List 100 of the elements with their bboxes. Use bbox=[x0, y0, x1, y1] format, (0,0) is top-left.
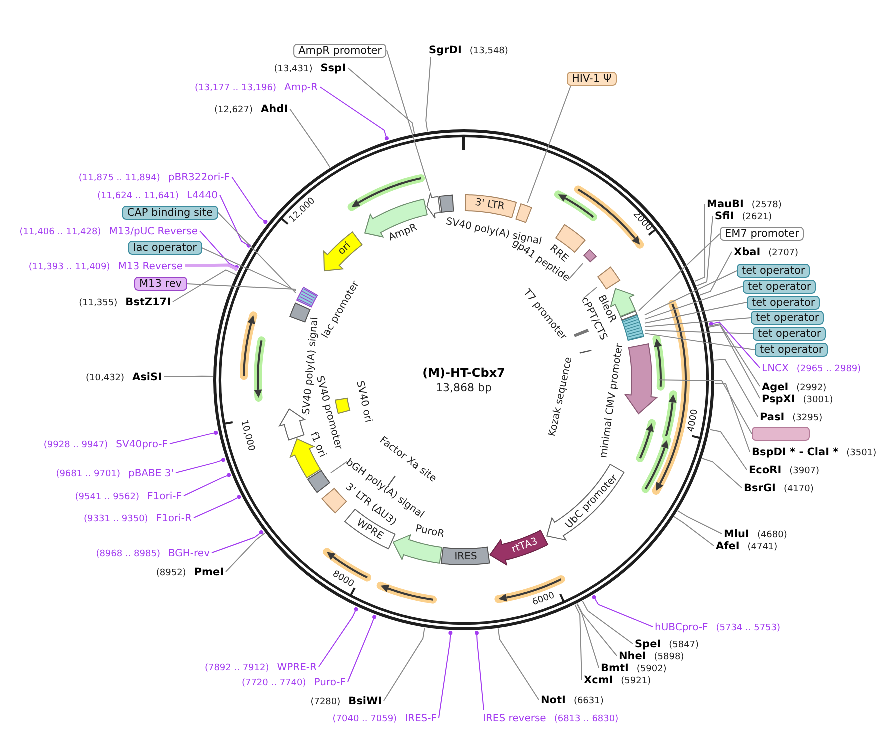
leader-line bbox=[348, 615, 377, 682]
site-position: (3907) bbox=[790, 466, 820, 476]
leader-line bbox=[290, 108, 331, 168]
primer-name: M13 Reverse bbox=[118, 262, 183, 272]
enzyme-name: BstZ17I bbox=[126, 296, 171, 308]
leader-line bbox=[318, 608, 358, 668]
leader-line bbox=[709, 322, 760, 368]
feature-box bbox=[619, 310, 639, 322]
leader-line bbox=[194, 495, 242, 518]
site-position: (7280) bbox=[310, 698, 341, 708]
leader-line bbox=[644, 302, 748, 324]
primer-name: Amp-R bbox=[284, 82, 318, 94]
primer-name: pBABE 3' bbox=[128, 468, 174, 480]
feature-name: Kozak sequence bbox=[547, 356, 575, 438]
feature-label: lac operator bbox=[128, 241, 202, 255]
primer-position: (7720 .. 7740) bbox=[242, 678, 306, 688]
primer-position: (8968 .. 8985) bbox=[96, 550, 160, 560]
primer-name: WPRE-R bbox=[277, 662, 317, 674]
enzyme-name: MluI bbox=[724, 528, 750, 540]
primer-name: SV40pro-F bbox=[116, 440, 168, 450]
primer-name: F1ori-R bbox=[156, 514, 192, 524]
primer-name: LNCX bbox=[762, 364, 789, 374]
feature-label: tet operator bbox=[747, 296, 820, 310]
feature-box bbox=[515, 203, 533, 224]
leader-line bbox=[644, 330, 754, 334]
enzyme-name: XcmI bbox=[584, 674, 614, 686]
feature-label: tet operator bbox=[743, 280, 816, 294]
primer-position: (11,406 .. 11,428) bbox=[20, 228, 102, 238]
leader-line bbox=[678, 510, 722, 534]
enzyme-name: BsrGI bbox=[744, 482, 776, 494]
leader-line bbox=[644, 318, 752, 328]
primer-name: F1ori-F bbox=[148, 492, 182, 502]
enzyme-name: NheI bbox=[619, 650, 646, 662]
leader-line bbox=[220, 194, 251, 248]
hatched-box bbox=[296, 286, 319, 309]
leader-line bbox=[498, 628, 540, 700]
leader-line bbox=[700, 252, 732, 296]
enzyme-name: BspDI * - ClaI * bbox=[752, 446, 839, 458]
enzyme-name: SgrDI bbox=[429, 44, 462, 56]
primer-name: BGH-rev bbox=[168, 548, 210, 560]
site-position: (5902) bbox=[636, 664, 667, 674]
leader-line bbox=[568, 263, 584, 280]
feature-label: CAP binding site bbox=[122, 206, 218, 220]
site-position: (13,548) bbox=[470, 46, 508, 56]
feature-label: tet operator bbox=[755, 343, 828, 357]
feature-name: SV40 ori bbox=[354, 380, 374, 424]
enzyme-name: BsiWI bbox=[348, 696, 382, 708]
feature-box bbox=[438, 194, 455, 214]
leader-line bbox=[638, 234, 720, 312]
primer-name: IRES reverse bbox=[483, 714, 546, 724]
enzyme-name: PasI bbox=[760, 412, 785, 424]
leader-line bbox=[708, 324, 760, 399]
leader-line bbox=[592, 595, 654, 628]
leader-line bbox=[644, 286, 744, 320]
primer-position: (5734 .. 5753) bbox=[716, 624, 781, 634]
leader-line bbox=[232, 176, 268, 224]
primer-position: (13,177 .. 13,196) bbox=[195, 84, 276, 94]
primer-name: L4440 bbox=[186, 190, 218, 202]
leader-line bbox=[426, 57, 432, 132]
enzyme-name: SfiI bbox=[715, 210, 734, 222]
leader-line bbox=[176, 458, 226, 474]
site-position: (5898) bbox=[654, 652, 684, 662]
primer-position: (7892 .. 7912) bbox=[204, 664, 270, 674]
enzyme-name: AhdI bbox=[260, 104, 288, 116]
leader-line bbox=[696, 216, 714, 287]
site-position: (4170) bbox=[784, 484, 814, 494]
leader-line bbox=[172, 270, 237, 302]
primer-position: (6813 .. 6830) bbox=[554, 714, 619, 724]
leader-line bbox=[644, 333, 756, 350]
enzyme-name: EcoRI bbox=[749, 464, 782, 476]
primer-position: (9928 .. 9947) bbox=[44, 440, 108, 450]
leader-line bbox=[218, 212, 296, 294]
enzyme-name: NotI bbox=[541, 694, 566, 706]
primer-position: (2965 .. 2989) bbox=[796, 364, 862, 374]
feature-box bbox=[583, 248, 598, 264]
primer-position: (11,393 .. 11,409) bbox=[28, 262, 110, 272]
leader-line bbox=[184, 264, 238, 272]
enzyme-name: SpeI bbox=[635, 638, 662, 650]
feature-block: rtTA3 bbox=[489, 529, 549, 567]
leader-line bbox=[438, 631, 453, 718]
leader-line bbox=[674, 516, 714, 546]
leader-line bbox=[576, 604, 600, 668]
feature-label: tet operator bbox=[753, 327, 826, 341]
enzyme-name: MauBI bbox=[707, 198, 744, 210]
site-position: (3295) bbox=[792, 414, 823, 424]
site-position: (5921) bbox=[621, 676, 652, 686]
site-position: (2621) bbox=[742, 212, 772, 222]
site-position: (3501) bbox=[846, 448, 877, 458]
enzyme-name: PspXI bbox=[762, 393, 796, 405]
leader-line bbox=[582, 600, 634, 644]
primer-position: (7040 .. 7059) bbox=[332, 714, 398, 724]
leader-line bbox=[714, 359, 758, 418]
enzyme-name: AfeI bbox=[716, 540, 740, 552]
site-position: (2578) bbox=[752, 200, 782, 210]
feature-box bbox=[306, 469, 331, 494]
primer-position: (9681 .. 9701) bbox=[56, 470, 120, 480]
feature-box bbox=[321, 487, 348, 515]
feature-block: ori bbox=[322, 231, 364, 273]
primer-name: M13/pUC Reverse bbox=[109, 226, 198, 238]
enzyme-name: AsiSI bbox=[132, 372, 162, 384]
